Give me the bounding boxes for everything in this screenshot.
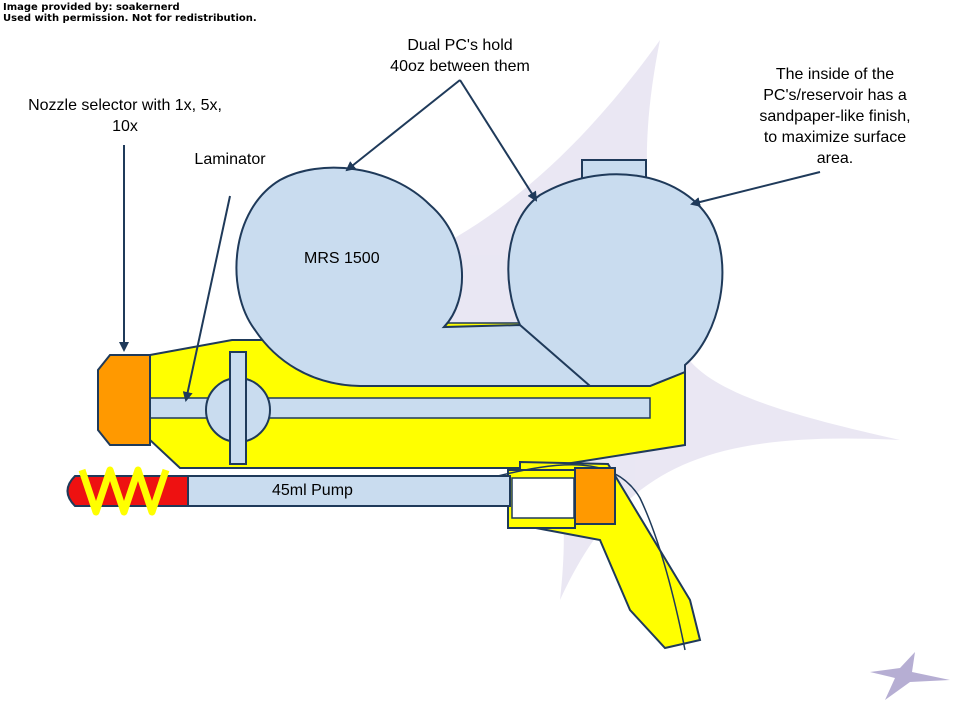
pump-piston-end [574,467,616,525]
pump-assembly [66,466,616,525]
star-logo [870,652,950,700]
label-finish-line-3: sandpaper-like finish, [759,108,911,125]
arrow-laminator [182,195,231,402]
annotation-arrows [119,79,821,402]
arrow-finish [690,171,821,207]
label-dual-pc: Dual PC's hold 40oz between them [350,35,570,77]
label-finish-line-2: PC's/reservoir has a [763,87,907,104]
label-pump: 45ml Pump [272,482,353,499]
label-nozzle-line-2: 10x [112,118,138,135]
arrow-dual-pc-left [345,79,461,172]
pump-window [511,477,575,519]
label-mrs: MRS 1500 [304,250,380,267]
pump-spring [78,466,170,516]
label-laminator: Laminator [194,151,266,168]
label-nozzle: Nozzle selector with 1x, 5x, 10x [5,95,245,137]
arrow-dual-pc-right [459,79,538,202]
credit-line-2: Used with permission. Not for redistribu… [3,13,257,24]
pressure-chambers [235,159,724,387]
label-finish-line-1: The inside of the [775,66,895,83]
pump-tube [184,475,511,507]
pressure-chamber-right [507,173,724,387]
nozzle-selector [97,354,151,446]
label-dual-pc-line-2: 40oz between them [390,58,530,75]
label-finish-line-5: area. [816,150,854,167]
label-nozzle-line-1: Nozzle selector with 1x, 5x, [28,97,222,114]
credit-line-1: Image provided by: soakernerd [3,2,180,13]
label-finish-line-4: to maximize surface [763,129,907,146]
handle-tube-line [489,464,686,651]
laminator [205,351,271,465]
label-finish: The inside of the PC's/reservoir has a s… [735,64,935,169]
label-dual-pc-line-1: Dual PC's hold [407,37,513,54]
